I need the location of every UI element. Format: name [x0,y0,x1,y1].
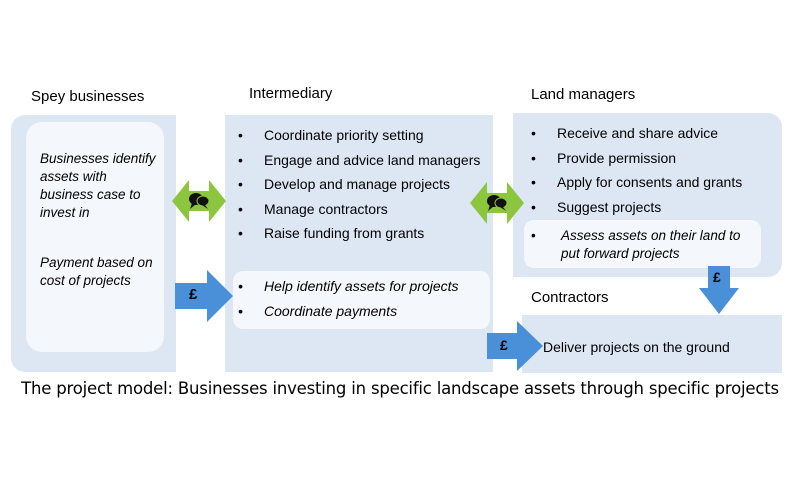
land-managers-list: Receive and share advice Provide permiss… [529,121,742,219]
list-item: Suggest projects [529,195,742,220]
list-item: Raise funding from grants [236,221,480,246]
land-managers-sub-text: Assess assets on their land to put forwa… [561,228,741,261]
heading-spey-businesses: Spey businesses [31,88,145,105]
list-item: Manage contractors [236,197,480,222]
bullet: • [531,228,536,243]
intermediary-sub-list: Help identify assets for projects Coordi… [236,274,459,323]
heading-land-managers: Land managers [531,86,636,103]
list-item: Apply for consents and grants [529,170,742,195]
list-item: Coordinate priority setting [236,123,480,148]
heading-intermediary: Intermediary [249,85,333,102]
figure-caption: The project model: Businesses investing … [21,379,779,398]
pound-symbol: £ [713,269,721,285]
pound-arrow-down-icon: £ [699,266,739,314]
contractors-text: Deliver projects on the ground [543,339,730,355]
contractors-panel [522,315,782,373]
land-managers-sub-item: • Assess assets on their land to put for… [529,227,759,263]
list-item: Coordinate payments [236,299,459,324]
land-managers-sub-box [524,220,761,268]
list-item: Help identify assets for projects [236,274,459,299]
list-item: Provide permission [529,146,742,171]
list-item: Engage and advice land managers [236,148,480,173]
pound-symbol: £ [189,286,198,303]
pound-arrow-right-icon: £ [175,270,233,322]
spey-businesses-text-assets: Businesses identify assets with business… [40,151,156,220]
pound-arrow-right-icon: £ [487,321,543,371]
intermediary-list: Coordinate priority setting Engage and a… [236,123,480,246]
spey-businesses-inner-box [26,122,164,352]
double-arrow-icon [172,180,226,222]
double-arrow-icon [470,182,524,224]
list-item: Receive and share advice [529,121,742,146]
pound-symbol: £ [500,337,508,353]
speech-bubbles-icon [189,193,210,209]
speech-bubbles-icon [487,195,508,211]
spey-businesses-text-payment: Payment based on cost of projects [40,255,153,288]
heading-contractors: Contractors [531,289,609,306]
list-item: Develop and manage projects [236,172,480,197]
